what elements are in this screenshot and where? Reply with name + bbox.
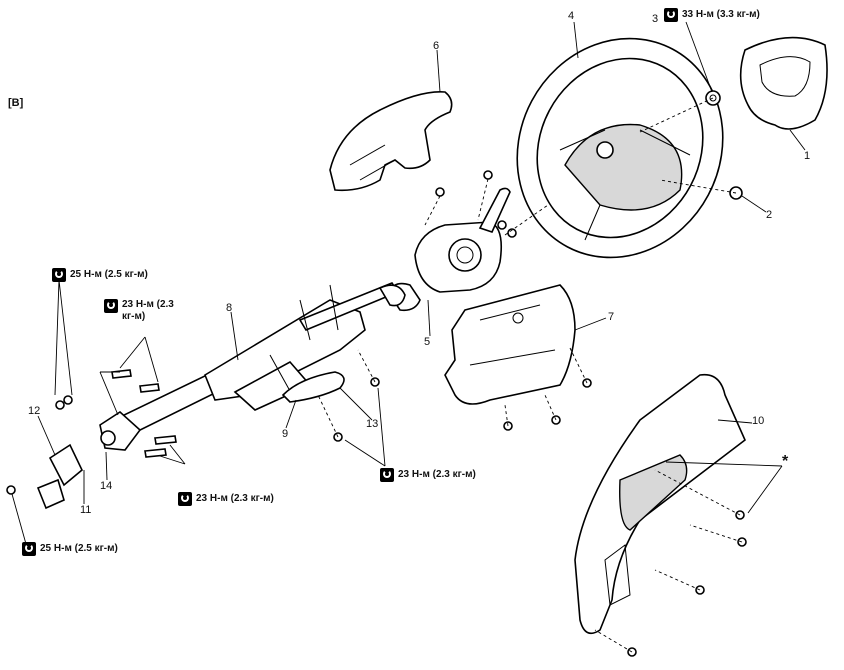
callout-12: 12 (28, 405, 41, 417)
torque-spec-column-upper: 23 Н-м (2.3 кг-м) (104, 299, 174, 323)
steering-wheel (516, 37, 724, 259)
callout-14: 14 (100, 480, 113, 492)
callout-2: 2 (766, 209, 773, 221)
callout-11: 11 (80, 504, 92, 516)
view-label: [B] (8, 97, 24, 109)
callout-8: 8 (226, 302, 233, 314)
torque-spec-bracket: 23 Н-м (2.3 кг-м) (380, 468, 476, 482)
torque-spec-nut: 33 Н-м (3.3 кг-м) (664, 8, 760, 22)
upper-column-cover (329, 91, 453, 192)
torque-wrench-icon (52, 268, 66, 282)
torque-wrench-icon (380, 468, 394, 482)
torque-wrench-icon (664, 8, 678, 22)
callout-asterisk: * (782, 453, 789, 470)
callout-5: 5 (424, 336, 431, 348)
column-mounting-bolts (111, 369, 177, 458)
torque-wrench-icon (104, 299, 118, 313)
callout-3: 3 (652, 13, 659, 25)
leader-lines (11, 21, 806, 545)
universal-joint (6, 395, 142, 510)
lower-column-cover (444, 284, 592, 431)
torque-spec-joint-lower: 25 Н-м (2.5 кг-м) (22, 542, 118, 556)
callout-1: 1 (804, 150, 811, 162)
torque-spec-column-lower: 23 Н-м (2.3 кг-м) (178, 492, 274, 506)
torque-wrench-icon (22, 542, 36, 556)
torque-spec-joint-upper: 25 Н-м (2.5 кг-м) (52, 268, 148, 282)
callout-10: 10 (752, 415, 765, 427)
lower-trim-panel (574, 373, 747, 657)
combination-switch (387, 170, 517, 312)
torque-wrench-icon (178, 492, 192, 506)
column-bracket (281, 371, 345, 403)
callout-6: 6 (433, 40, 440, 52)
callout-7: 7 (608, 311, 615, 323)
callout-9: 9 (282, 428, 289, 440)
callout-4: 4 (568, 10, 575, 22)
steering-column (116, 282, 406, 442)
horn-pad (739, 36, 828, 130)
assembly-lines (317, 97, 743, 653)
callout-13: 13 (366, 418, 379, 430)
